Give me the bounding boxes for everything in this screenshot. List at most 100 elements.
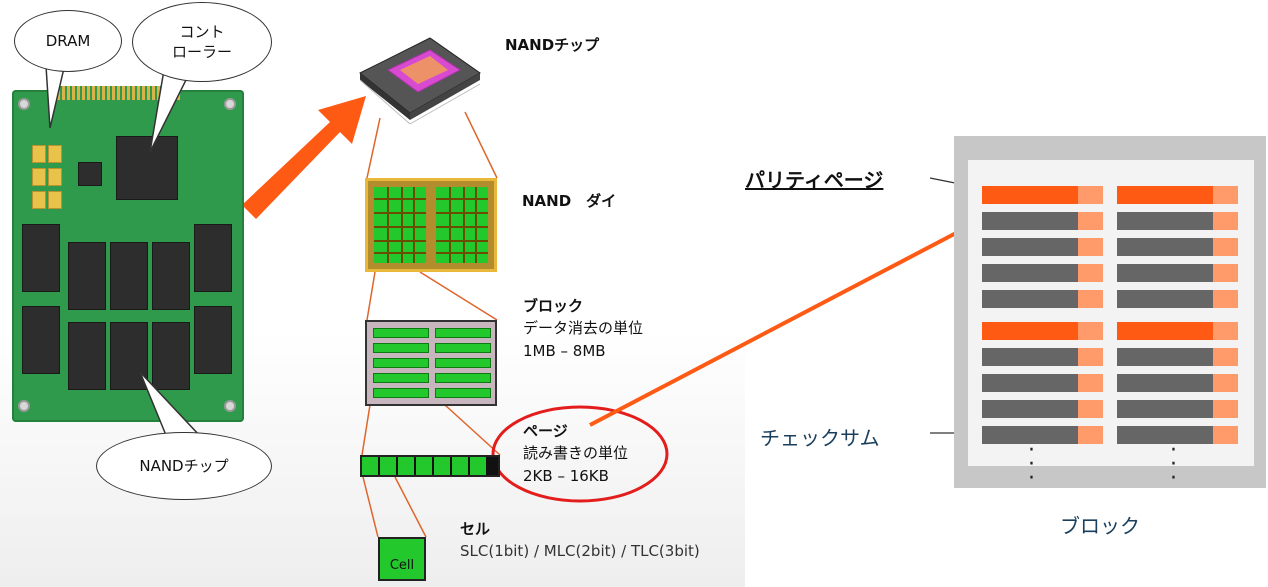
chip-to-die-line-left [366,117,381,179]
page-data-area [1117,400,1213,418]
checksum-area [1213,400,1238,418]
dram-bubble-tail [45,65,65,129]
block-page [373,358,429,368]
page-data-area [1117,212,1213,230]
nand-package [110,322,148,390]
ssd-board [12,86,244,422]
controller-bubble: コント ローラー [132,2,272,82]
page-data-area [1117,426,1213,444]
checksum-area [1213,238,1238,256]
page-data-area [982,290,1078,308]
page-data-area [982,348,1078,366]
block-page [373,373,429,383]
block-page [435,358,491,368]
block-page [373,328,429,338]
nand-chip-bubble: NANDチップ [96,432,272,500]
die-to-block-line-right [419,271,498,321]
page-data-area [1117,264,1213,282]
page-size: 2KB – 16KB [523,467,609,485]
nand-bubble-tail [139,371,202,441]
dram-pad [32,191,46,209]
page-cell [434,457,452,475]
page-cell [452,457,470,475]
block-to-page-line-left [361,404,371,456]
checksum-area [1078,186,1103,204]
page-data-area [982,374,1078,392]
chip-to-die-line-right [464,111,498,179]
page-data-area [1117,290,1213,308]
dram-pad [48,145,62,163]
parity-page-data [1117,186,1213,204]
block-desc: データ消去の単位 [523,319,644,337]
small-chip [78,162,102,186]
block-page [373,343,429,353]
checksum-area [1078,238,1103,256]
page-data-area [982,426,1078,444]
dram-pad [48,191,62,209]
block-page [435,343,491,353]
mount-hole [18,98,30,110]
nand-die-image [365,178,497,272]
page-cell [416,457,434,475]
nand-chip-image [359,37,481,125]
checksum-area [1078,426,1103,444]
checksum-area [1078,400,1103,418]
nand-package [152,322,190,390]
block-title: ブロック [523,297,584,315]
nand-package [68,242,106,310]
checksum-area [1213,426,1238,444]
nand-package [110,242,148,310]
board-connector [52,86,182,100]
page-data-area [1117,238,1213,256]
page-data-area [982,238,1078,256]
parity-page-data [982,322,1078,340]
vertical-ellipsis: ··· [1170,438,1177,491]
page-cell [470,457,488,475]
right-block-label: ブロック [1060,514,1140,538]
checksum-area [1213,374,1238,392]
block-page [373,388,429,398]
checksum-area [1078,374,1103,392]
page-cell [362,457,380,475]
mount-hole [224,98,236,110]
page-cell [380,457,398,475]
vertical-ellipsis: ··· [1028,438,1035,491]
parity-page-label: パリティページ [745,168,884,192]
block-page [435,328,491,338]
checksum-area [1078,348,1103,366]
checksum-area [1213,186,1238,204]
nand-die-title: NAND ダイ [522,192,617,210]
dram-pad [32,145,46,163]
checksum-area [1213,348,1238,366]
controller-chip [116,136,178,200]
checksum-area [1078,290,1103,308]
board-to-chip-arrow [242,96,366,219]
dram-bubble: DRAM [14,10,122,72]
dram-pad [32,168,46,186]
nand-chip-title: NANDチップ [505,36,600,54]
checksum-label: チェックサム [760,426,880,450]
page-data-area [982,212,1078,230]
page-desc: 読み書きの単位 [523,444,629,462]
checksum-area [1213,290,1238,308]
dram-pad [48,168,62,186]
block-to-page-line-right [444,404,501,456]
page-data-area [982,264,1078,282]
block-page [435,373,491,383]
nand-package [152,242,190,310]
mount-hole [224,400,236,412]
page-data-area [982,400,1078,418]
checksum-area [1078,264,1103,282]
page-to-cell-line-right [394,476,427,538]
page-title: ページ [523,422,568,440]
nand-package [194,306,232,374]
page-data-area [1117,374,1213,392]
parity-page-data [982,186,1078,204]
cell-types: SLC(1bit) / MLC(2bit) / TLC(3bit) [460,542,700,560]
block-page [435,388,491,398]
checksum-area [1078,322,1103,340]
page-to-cell-line-left [362,476,379,538]
page-image [360,455,500,477]
page-data-area [1117,348,1213,366]
